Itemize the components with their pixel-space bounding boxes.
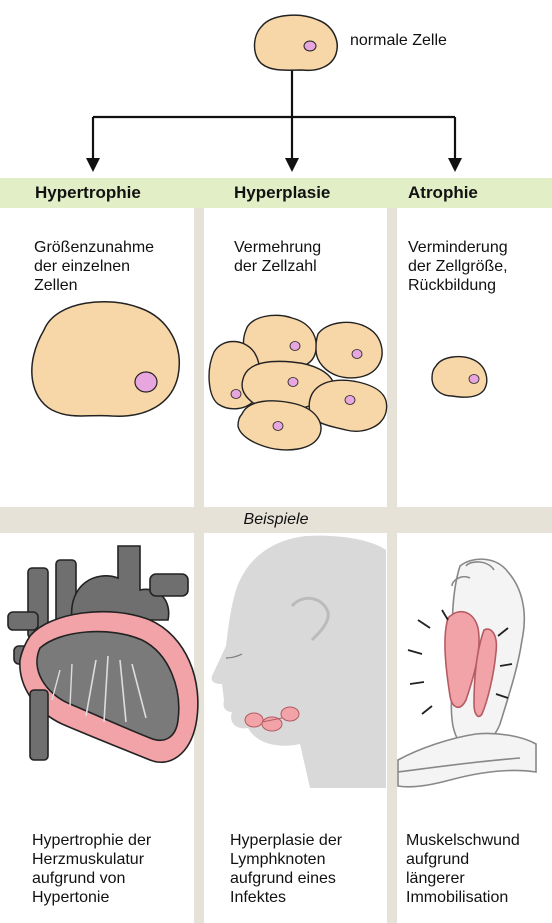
example-atrophie: Muskelschwund aufgrund längerer Immobili… [406, 831, 520, 907]
nucleus [352, 350, 362, 359]
nucleus [290, 342, 300, 351]
arrow-head-atrophie [448, 158, 462, 172]
nucleus [469, 375, 479, 384]
hypertrophic-cell [32, 302, 179, 416]
head-profile-illustration [212, 536, 386, 788]
hyperplastic-cell-cluster [209, 315, 387, 450]
nucleus [273, 422, 283, 431]
description-hypertrophie: Größenzunahme der einzelnen Zellen [34, 238, 154, 295]
tree-connector [93, 70, 455, 160]
nucleus [345, 396, 355, 405]
column-divider-1 [194, 208, 204, 923]
column-divider-2 [387, 208, 397, 923]
normal-cell-label: normale Zelle [350, 32, 447, 50]
nucleus [231, 390, 241, 399]
arrow-head-hyperplasie [285, 158, 299, 172]
nucleus [135, 372, 157, 392]
heart-illustration [8, 546, 198, 762]
normal-cell [255, 15, 338, 70]
description-hyperplasie: Vermehrung der Zellzahl [234, 238, 321, 276]
arm-muscle-illustration [398, 559, 536, 787]
examples-label: Beispiele [0, 507, 552, 533]
example-hypertrophie: Hypertrophie der Herzmuskulatur aufgrund… [32, 831, 151, 907]
column-title-hypertrophie: Hypertrophie [35, 178, 141, 208]
column-title-atrophie: Atrophie [408, 178, 478, 208]
arrow-head-hypertrophie [86, 158, 100, 172]
atrophic-cell [432, 357, 487, 397]
nucleus [304, 41, 316, 51]
nucleus [288, 378, 298, 387]
example-hyperplasie: Hyperplasie der Lymphknoten aufgrund ein… [230, 831, 342, 907]
column-title-hyperplasie: Hyperplasie [234, 178, 330, 208]
description-atrophie: Verminderung der Zellgröße, Rückbildung [408, 238, 508, 295]
